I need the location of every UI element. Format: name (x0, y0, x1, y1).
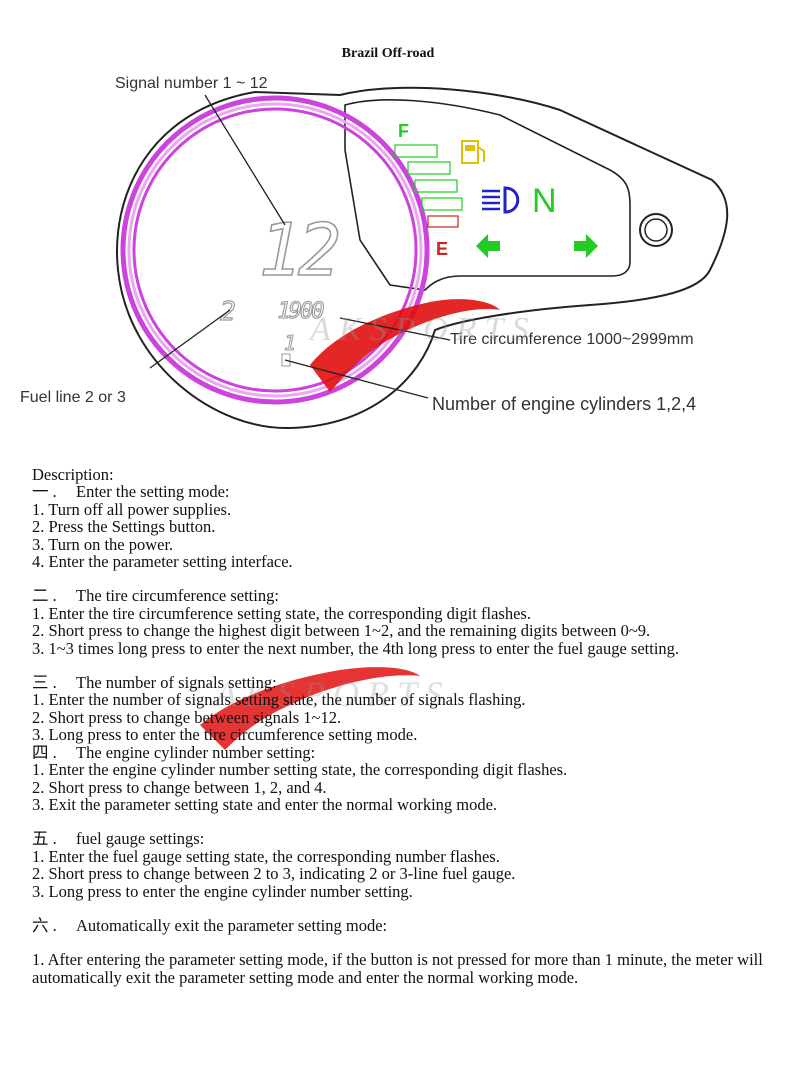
list-item: 3. Exit the parameter setting state and … (32, 794, 498, 814)
fuel-empty-label: E (436, 239, 448, 259)
section-title: The engine cylinder number setting: (76, 742, 316, 762)
section-title: The number of signals setting: (76, 673, 277, 693)
list-item: 3. Long press to enter the engine cylind… (32, 881, 413, 901)
watermark-text: AKSPORTS (308, 311, 536, 348)
section-title: Enter the setting mode: (76, 482, 230, 502)
neutral-indicator: N (532, 182, 557, 220)
callout-cylinders: Number of engine cylinders 1,2,4 (432, 394, 696, 414)
fuel-gauge: F E (394, 121, 463, 259)
section-1: 一 . Enter the setting mode: 1. Turn off a… (32, 483, 772, 570)
dashboard-diagram: Brazil Off-road 12 2 1900 1 F E (20, 46, 729, 430)
knob-icon (639, 213, 673, 247)
meter-housing (116, 86, 729, 430)
callout-signal: Signal number 1 ~ 12 (115, 75, 268, 92)
list-item: 1. Enter the number of signals setting s… (32, 690, 526, 710)
left-arrow-icon (476, 234, 500, 258)
section-4: 四 . The engine cylinder number setting: 1… (32, 742, 772, 814)
list-item: 2. Short press to change between 1, 2, a… (32, 777, 327, 797)
section-6: 六 . Automatically exit the parameter sett… (32, 917, 772, 986)
section-title: Automatically exit the parameter setting… (76, 915, 388, 935)
watermark-swoosh-2 (200, 667, 420, 750)
section-5: 五 . fuel gauge settings: 1. Enter the fue… (32, 830, 772, 900)
section-title: The tire circumference setting: (76, 586, 279, 606)
right-arrow-icon (574, 234, 598, 258)
list-item: 1. Enter the engine cylinder number sett… (32, 760, 568, 780)
list-item: 2. Short press to change between 2 to 3,… (32, 864, 516, 884)
watermark-text-2: AKSPORTS (213, 674, 451, 714)
lcd-ring-inner (132, 107, 418, 393)
headlight-icon (482, 186, 520, 214)
section-3: 三 . The number of signals setting: 1. Ent… (32, 674, 772, 744)
list-item: 2. Short press to change between signals… (32, 707, 342, 727)
description: Description: 一 . Enter the setting mode: … (32, 466, 772, 986)
list-item: 2. Short press to change the highest dig… (32, 621, 651, 641)
tire-digits: 1900 (278, 299, 325, 324)
section-marker: 六 . (32, 915, 57, 935)
list-item: 1. Turn off all power supplies. (32, 499, 232, 519)
list-item: 3. Long press to enter the tire circumfe… (32, 725, 418, 745)
list-item: 3. 1~3 times long press to enter the nex… (32, 638, 680, 658)
section-marker: 四 . (32, 742, 57, 762)
section-title: fuel gauge settings: (76, 829, 205, 849)
indicator-window (344, 99, 631, 291)
callout-fuel: Fuel line 2 or 3 (20, 389, 126, 406)
lcd-ring-outer (120, 95, 430, 405)
list-item: 1. Enter the tire circumference setting … (32, 603, 531, 623)
signal-digits: 12 (259, 208, 338, 292)
section-marker: 五 . (32, 829, 57, 849)
list-item: 1. Enter the fuel gauge setting state, t… (32, 846, 500, 866)
section-2: 二 . The tire circumference setting: 1. En… (32, 587, 772, 657)
callout-tire: Tire circumference 1000~2999mm (450, 331, 694, 348)
fuel-full-label: F (398, 121, 409, 141)
diagram-title: Brazil Off-road (342, 46, 435, 61)
section-marker: 一 . (32, 482, 57, 502)
watermark-swoosh (310, 299, 500, 392)
list-item: 2. Press the Settings button. (32, 517, 216, 537)
section-marker: 三 . (32, 673, 57, 693)
list-item: 3. Turn on the power. (32, 534, 174, 554)
list-item: 4. Enter the parameter setting interface… (32, 552, 293, 572)
fuel-pump-icon (461, 140, 485, 164)
section-marker: 二 . (32, 586, 57, 606)
description-heading: Description: (32, 465, 114, 484)
list-item: 1. After entering the parameter setting … (32, 950, 763, 987)
cyl-digit: 1 (284, 331, 296, 355)
